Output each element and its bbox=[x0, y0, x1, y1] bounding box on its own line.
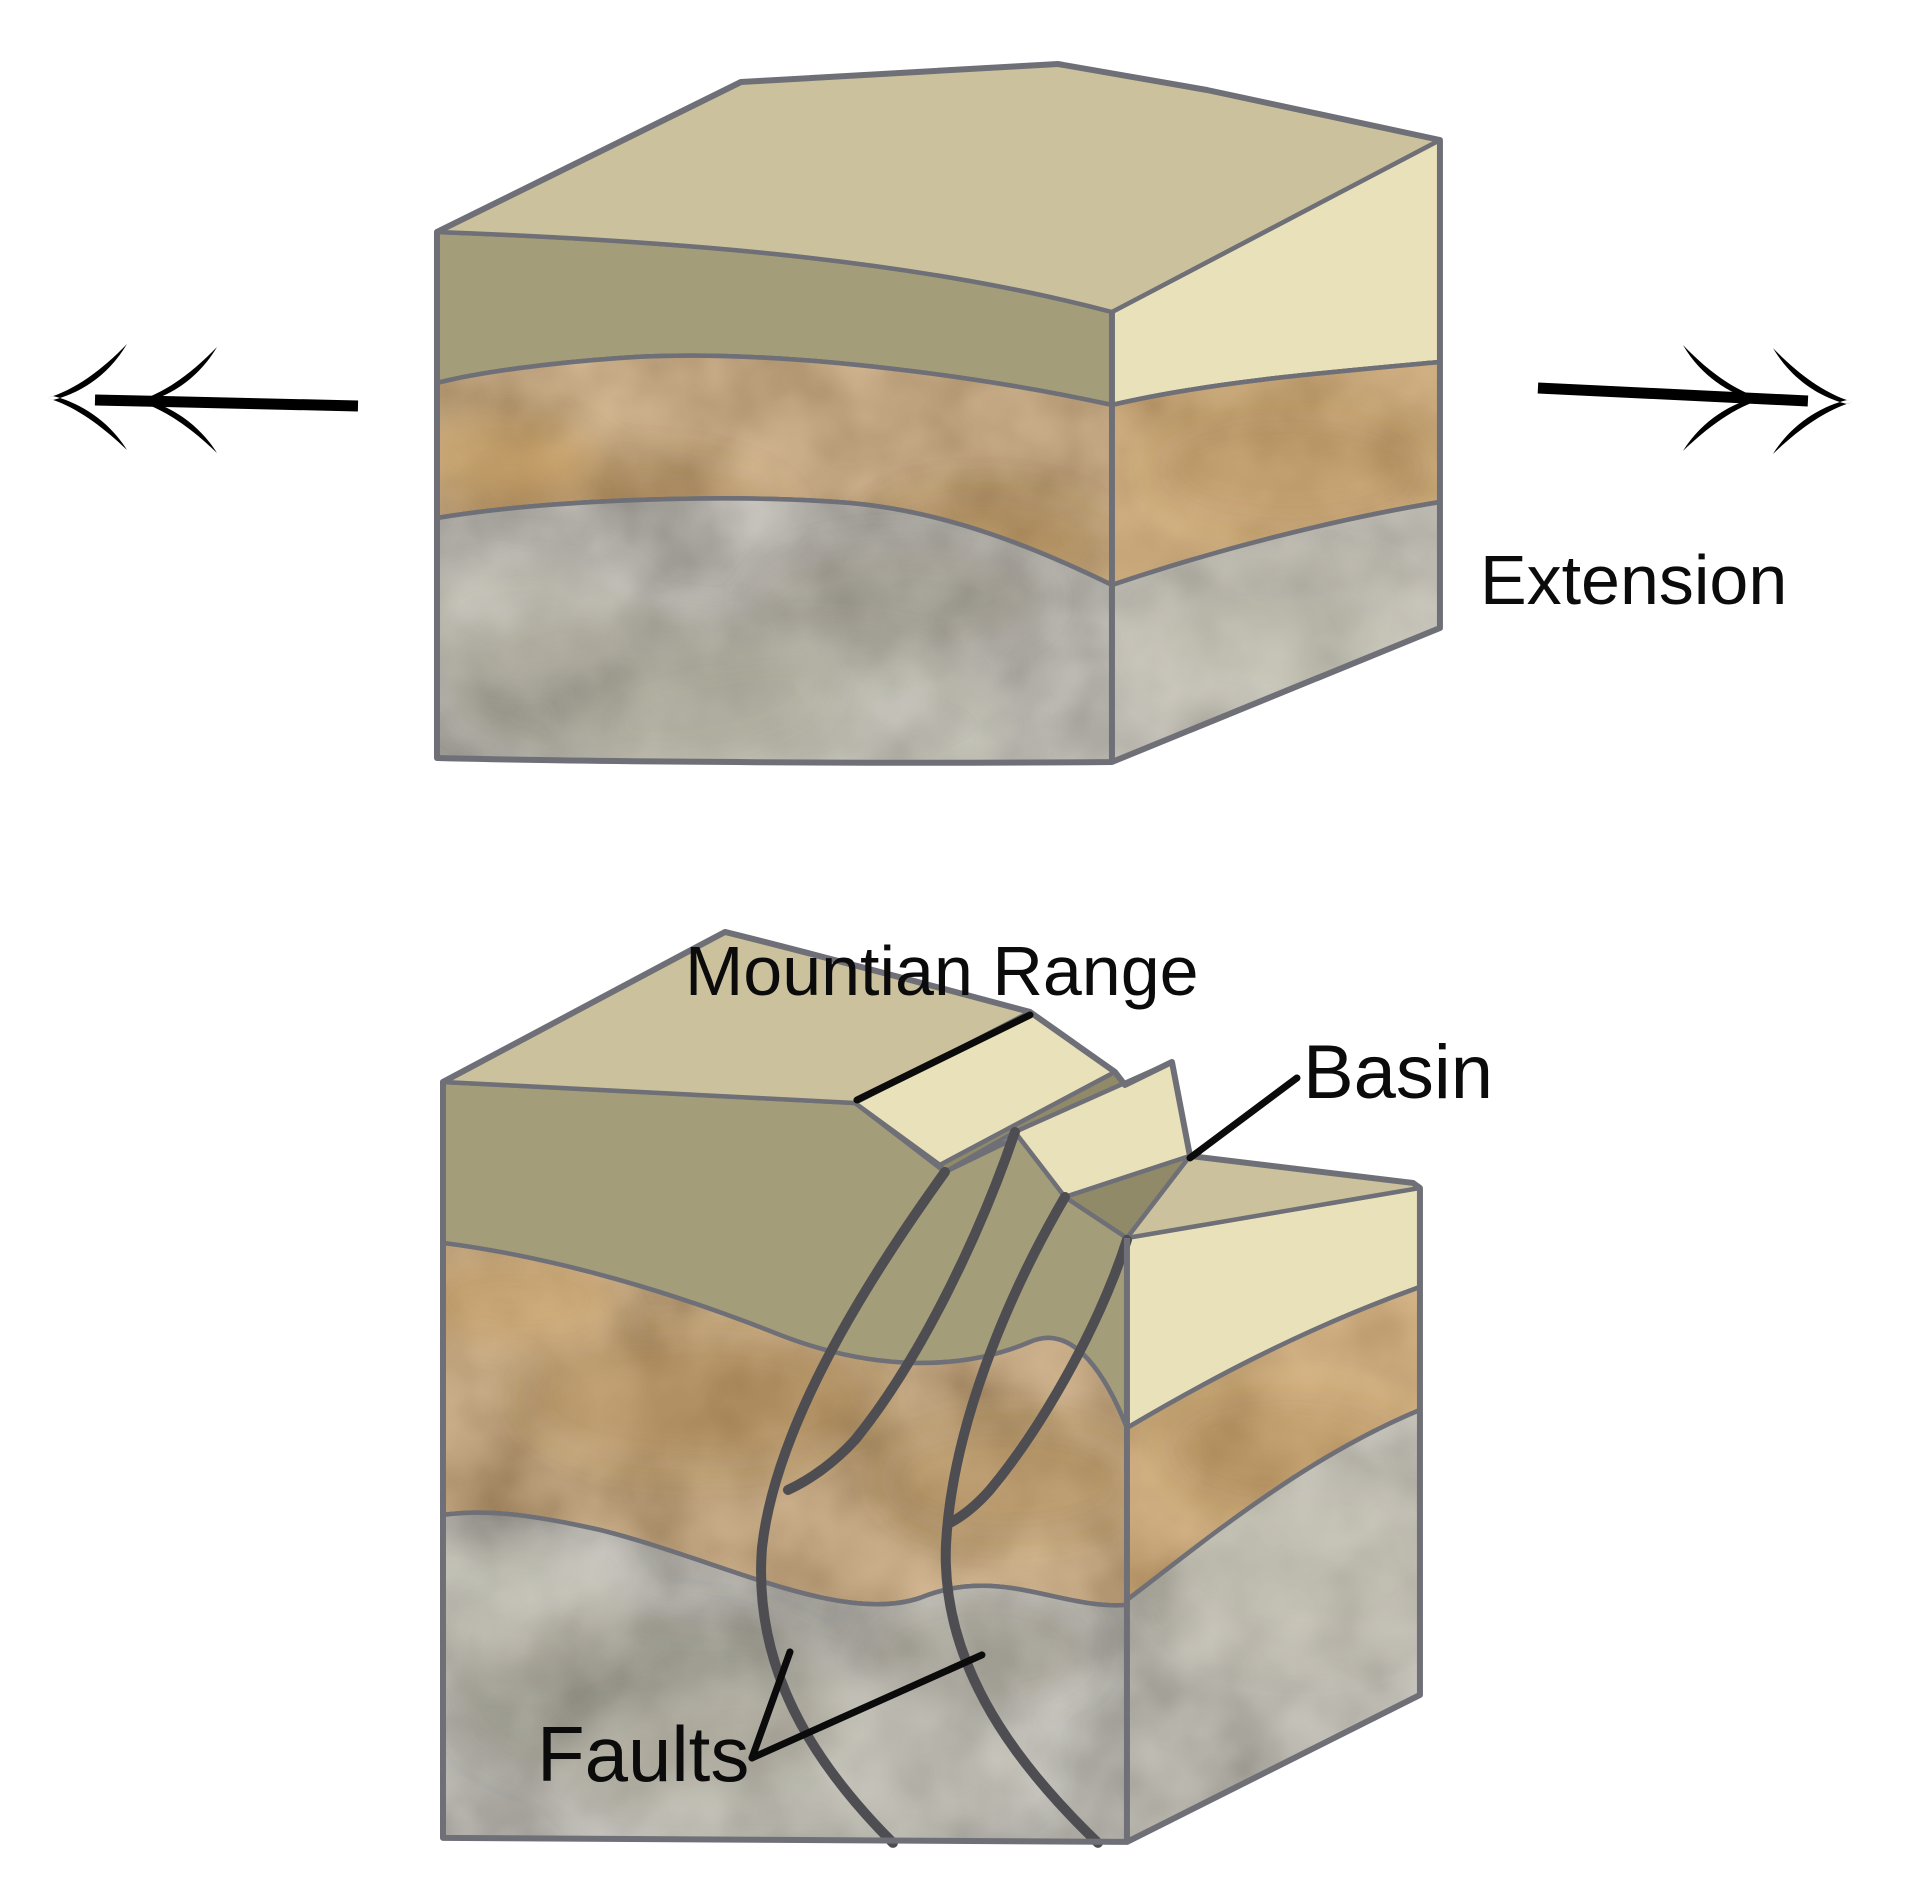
crust-top-face bbox=[434, 61, 1443, 315]
faults-leader-line-left bbox=[748, 1648, 794, 1762]
fault-line-left bbox=[756, 1166, 950, 1848]
gray-basement-front bbox=[400, 480, 1130, 810]
fault-line-left-branch bbox=[782, 1126, 1020, 1495]
lower-block-outline bbox=[440, 928, 1423, 1845]
left-extension-arrow-icon bbox=[47, 344, 359, 454]
basin-label: Basin bbox=[1303, 1030, 1493, 1115]
right-extension-arrow-icon bbox=[1537, 345, 1853, 455]
basin-leader-line bbox=[1186, 1074, 1301, 1162]
pre-extension-block: Extension bbox=[47, 61, 1853, 810]
faults-leader-line-right bbox=[748, 1651, 986, 1762]
mountain-range-leader-line bbox=[853, 1011, 1034, 1104]
mountain-range-label: Mountian Range bbox=[685, 932, 1199, 1010]
faults-label: Faults bbox=[537, 1710, 749, 1798]
fault-line-right-branch bbox=[942, 1234, 1132, 1529]
block-outline bbox=[434, 61, 1443, 766]
extension-label: Extension bbox=[1480, 541, 1787, 619]
post-extension-block: Mountian Range Basin Faults bbox=[440, 928, 1493, 1848]
fault-line-right bbox=[940, 1191, 1103, 1848]
